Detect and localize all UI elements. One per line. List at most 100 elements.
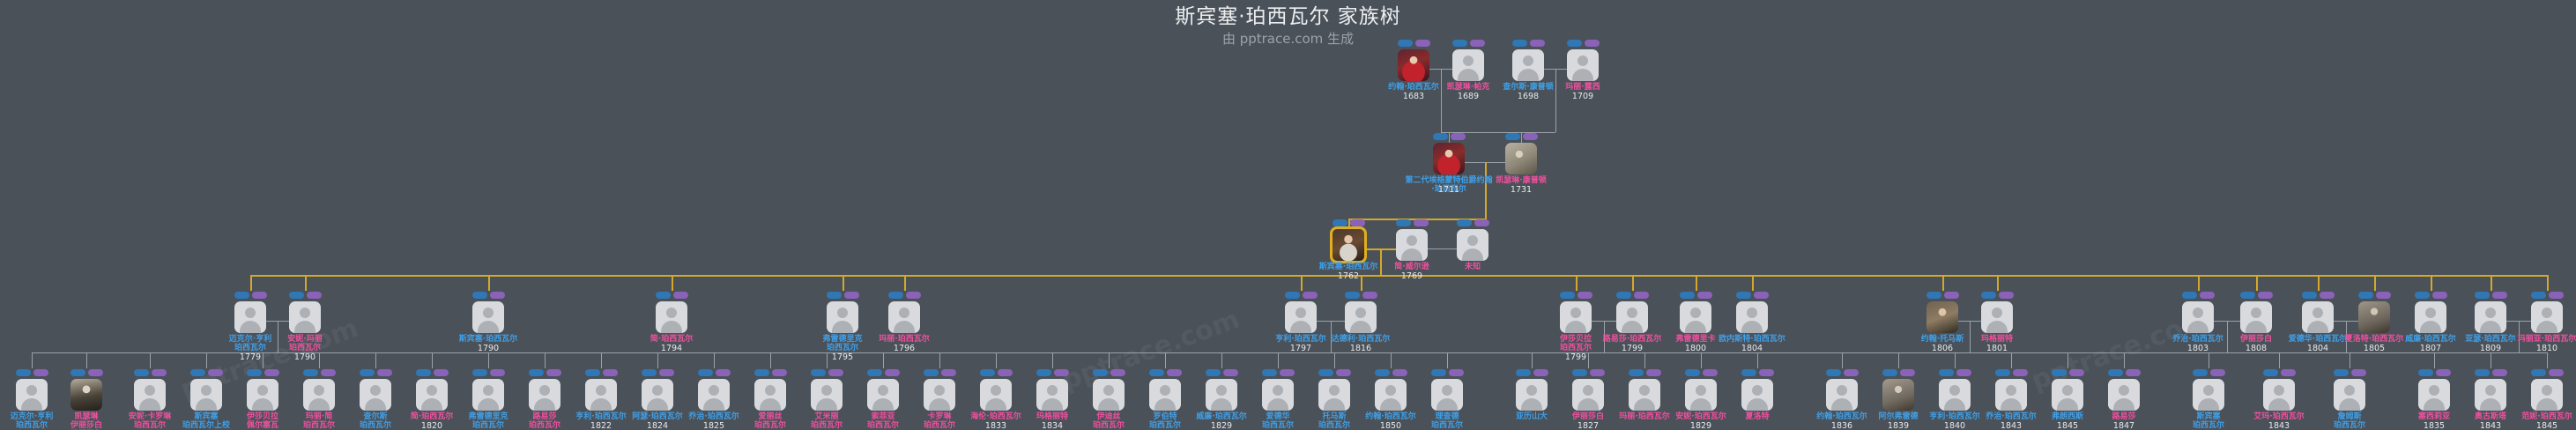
person-card[interactable]	[2418, 379, 2450, 411]
person-card[interactable]	[2193, 379, 2224, 411]
tag-purple-icon[interactable]	[1413, 219, 1429, 226]
tag-blue-icon[interactable]	[415, 368, 431, 376]
person-card[interactable]	[2302, 301, 2334, 333]
tag-purple-icon[interactable]	[997, 368, 1013, 376]
tag-blue-icon[interactable]	[15, 368, 31, 376]
tag-purple-icon[interactable]	[602, 368, 618, 376]
tag-purple-icon[interactable]	[1589, 368, 1605, 376]
tag-purple-icon[interactable]	[2491, 291, 2507, 299]
tag-blue-icon[interactable]	[2474, 291, 2490, 299]
person-card[interactable]	[888, 301, 920, 333]
tag-blue-icon[interactable]	[2192, 368, 2208, 376]
tag-blue-icon[interactable]	[1092, 368, 1108, 376]
tag-purple-icon[interactable]	[1584, 39, 1600, 47]
tag-purple-icon[interactable]	[1469, 39, 1485, 47]
tag-purple-icon[interactable]	[2209, 368, 2225, 376]
person-card[interactable]	[2182, 301, 2214, 333]
person-card[interactable]	[2531, 301, 2563, 333]
tag-purple-icon[interactable]	[1702, 368, 1718, 376]
tag-blue-icon[interactable]	[1684, 368, 1700, 376]
person-card[interactable]	[1375, 379, 1407, 411]
person-card[interactable]	[2240, 301, 2272, 333]
person-card[interactable]	[303, 379, 335, 411]
tag-purple-icon[interactable]	[828, 368, 843, 376]
tag-blue-icon[interactable]	[1571, 368, 1587, 376]
person-card[interactable]	[827, 301, 858, 333]
tag-purple-icon[interactable]	[2435, 368, 2451, 376]
tag-blue-icon[interactable]	[753, 368, 769, 376]
tag-purple-icon[interactable]	[2350, 368, 2366, 376]
person-card[interactable]	[289, 301, 321, 333]
person-card[interactable]	[656, 301, 687, 333]
tag-blue-icon[interactable]	[2239, 291, 2255, 299]
person-card[interactable]	[1882, 379, 1914, 411]
tag-blue-icon[interactable]	[2357, 291, 2373, 299]
tag-blue-icon[interactable]	[2262, 368, 2278, 376]
tag-blue-icon[interactable]	[1980, 291, 1996, 299]
tag-purple-icon[interactable]	[1943, 291, 1959, 299]
tag-blue-icon[interactable]	[810, 368, 826, 376]
person-card[interactable]	[1926, 301, 1958, 333]
person-card[interactable]	[134, 379, 166, 411]
tag-purple-icon[interactable]	[1529, 39, 1545, 47]
tag-purple-icon[interactable]	[2548, 291, 2564, 299]
tag-purple-icon[interactable]	[1843, 368, 1859, 376]
tag-blue-icon[interactable]	[2051, 368, 2067, 376]
person-card[interactable]	[472, 301, 504, 333]
tag-purple-icon[interactable]	[1222, 368, 1238, 376]
person-card[interactable]	[1572, 379, 1604, 411]
tag-purple-icon[interactable]	[843, 291, 859, 299]
tag-purple-icon[interactable]	[1279, 368, 1295, 376]
tag-purple-icon[interactable]	[1349, 219, 1365, 226]
person-card[interactable]	[1331, 227, 1366, 263]
person-card[interactable]	[1512, 49, 1544, 81]
tag-purple-icon[interactable]	[546, 368, 561, 376]
tag-purple-icon[interactable]	[2125, 368, 2141, 376]
tag-blue-icon[interactable]	[1735, 291, 1751, 299]
tag-purple-icon[interactable]	[2491, 368, 2507, 376]
person-card[interactable]	[1452, 49, 1484, 81]
tag-blue-icon[interactable]	[1938, 368, 1954, 376]
person-card[interactable]	[2531, 379, 2563, 411]
person-card[interactable]	[1560, 301, 1592, 333]
tag-purple-icon[interactable]	[1448, 368, 1464, 376]
person-card[interactable]	[416, 379, 448, 411]
tag-purple-icon[interactable]	[1414, 39, 1430, 47]
person-card[interactable]	[1036, 379, 1068, 411]
tag-purple-icon[interactable]	[1053, 368, 1069, 376]
tag-purple-icon[interactable]	[2012, 368, 2028, 376]
tag-purple-icon[interactable]	[87, 368, 103, 376]
tag-blue-icon[interactable]	[133, 368, 149, 376]
person-card[interactable]	[1981, 301, 2013, 333]
tag-purple-icon[interactable]	[1998, 291, 2014, 299]
tag-blue-icon[interactable]	[1318, 368, 1333, 376]
tag-blue-icon[interactable]	[471, 291, 487, 299]
tag-blue-icon[interactable]	[1430, 368, 1446, 376]
tag-purple-icon[interactable]	[320, 368, 336, 376]
person-card[interactable]	[1995, 379, 2027, 411]
tag-purple-icon[interactable]	[1335, 368, 1351, 376]
person-card[interactable]	[2475, 379, 2506, 411]
person-card[interactable]	[1939, 379, 1971, 411]
tag-blue-icon[interactable]	[2181, 291, 2197, 299]
tag-purple-icon[interactable]	[905, 291, 921, 299]
tag-blue-icon[interactable]	[1148, 368, 1164, 376]
person-card[interactable]	[585, 379, 617, 411]
person-card[interactable]	[234, 301, 266, 333]
tag-purple-icon[interactable]	[2431, 291, 2447, 299]
tag-purple-icon[interactable]	[1645, 368, 1661, 376]
tag-purple-icon[interactable]	[1166, 368, 1182, 376]
tag-blue-icon[interactable]	[1994, 368, 2010, 376]
tag-blue-icon[interactable]	[979, 368, 995, 376]
tag-blue-icon[interactable]	[887, 291, 903, 299]
tag-blue-icon[interactable]	[1344, 291, 1360, 299]
tag-blue-icon[interactable]	[655, 291, 671, 299]
tag-blue-icon[interactable]	[1332, 219, 1347, 226]
tag-blue-icon[interactable]	[1395, 219, 1411, 226]
tag-blue-icon[interactable]	[1515, 368, 1531, 376]
tag-blue-icon[interactable]	[70, 368, 85, 376]
tag-blue-icon[interactable]	[2301, 291, 2317, 299]
person-card[interactable]	[1345, 301, 1377, 333]
tag-blue-icon[interactable]	[234, 291, 249, 299]
tag-purple-icon[interactable]	[2199, 291, 2215, 299]
